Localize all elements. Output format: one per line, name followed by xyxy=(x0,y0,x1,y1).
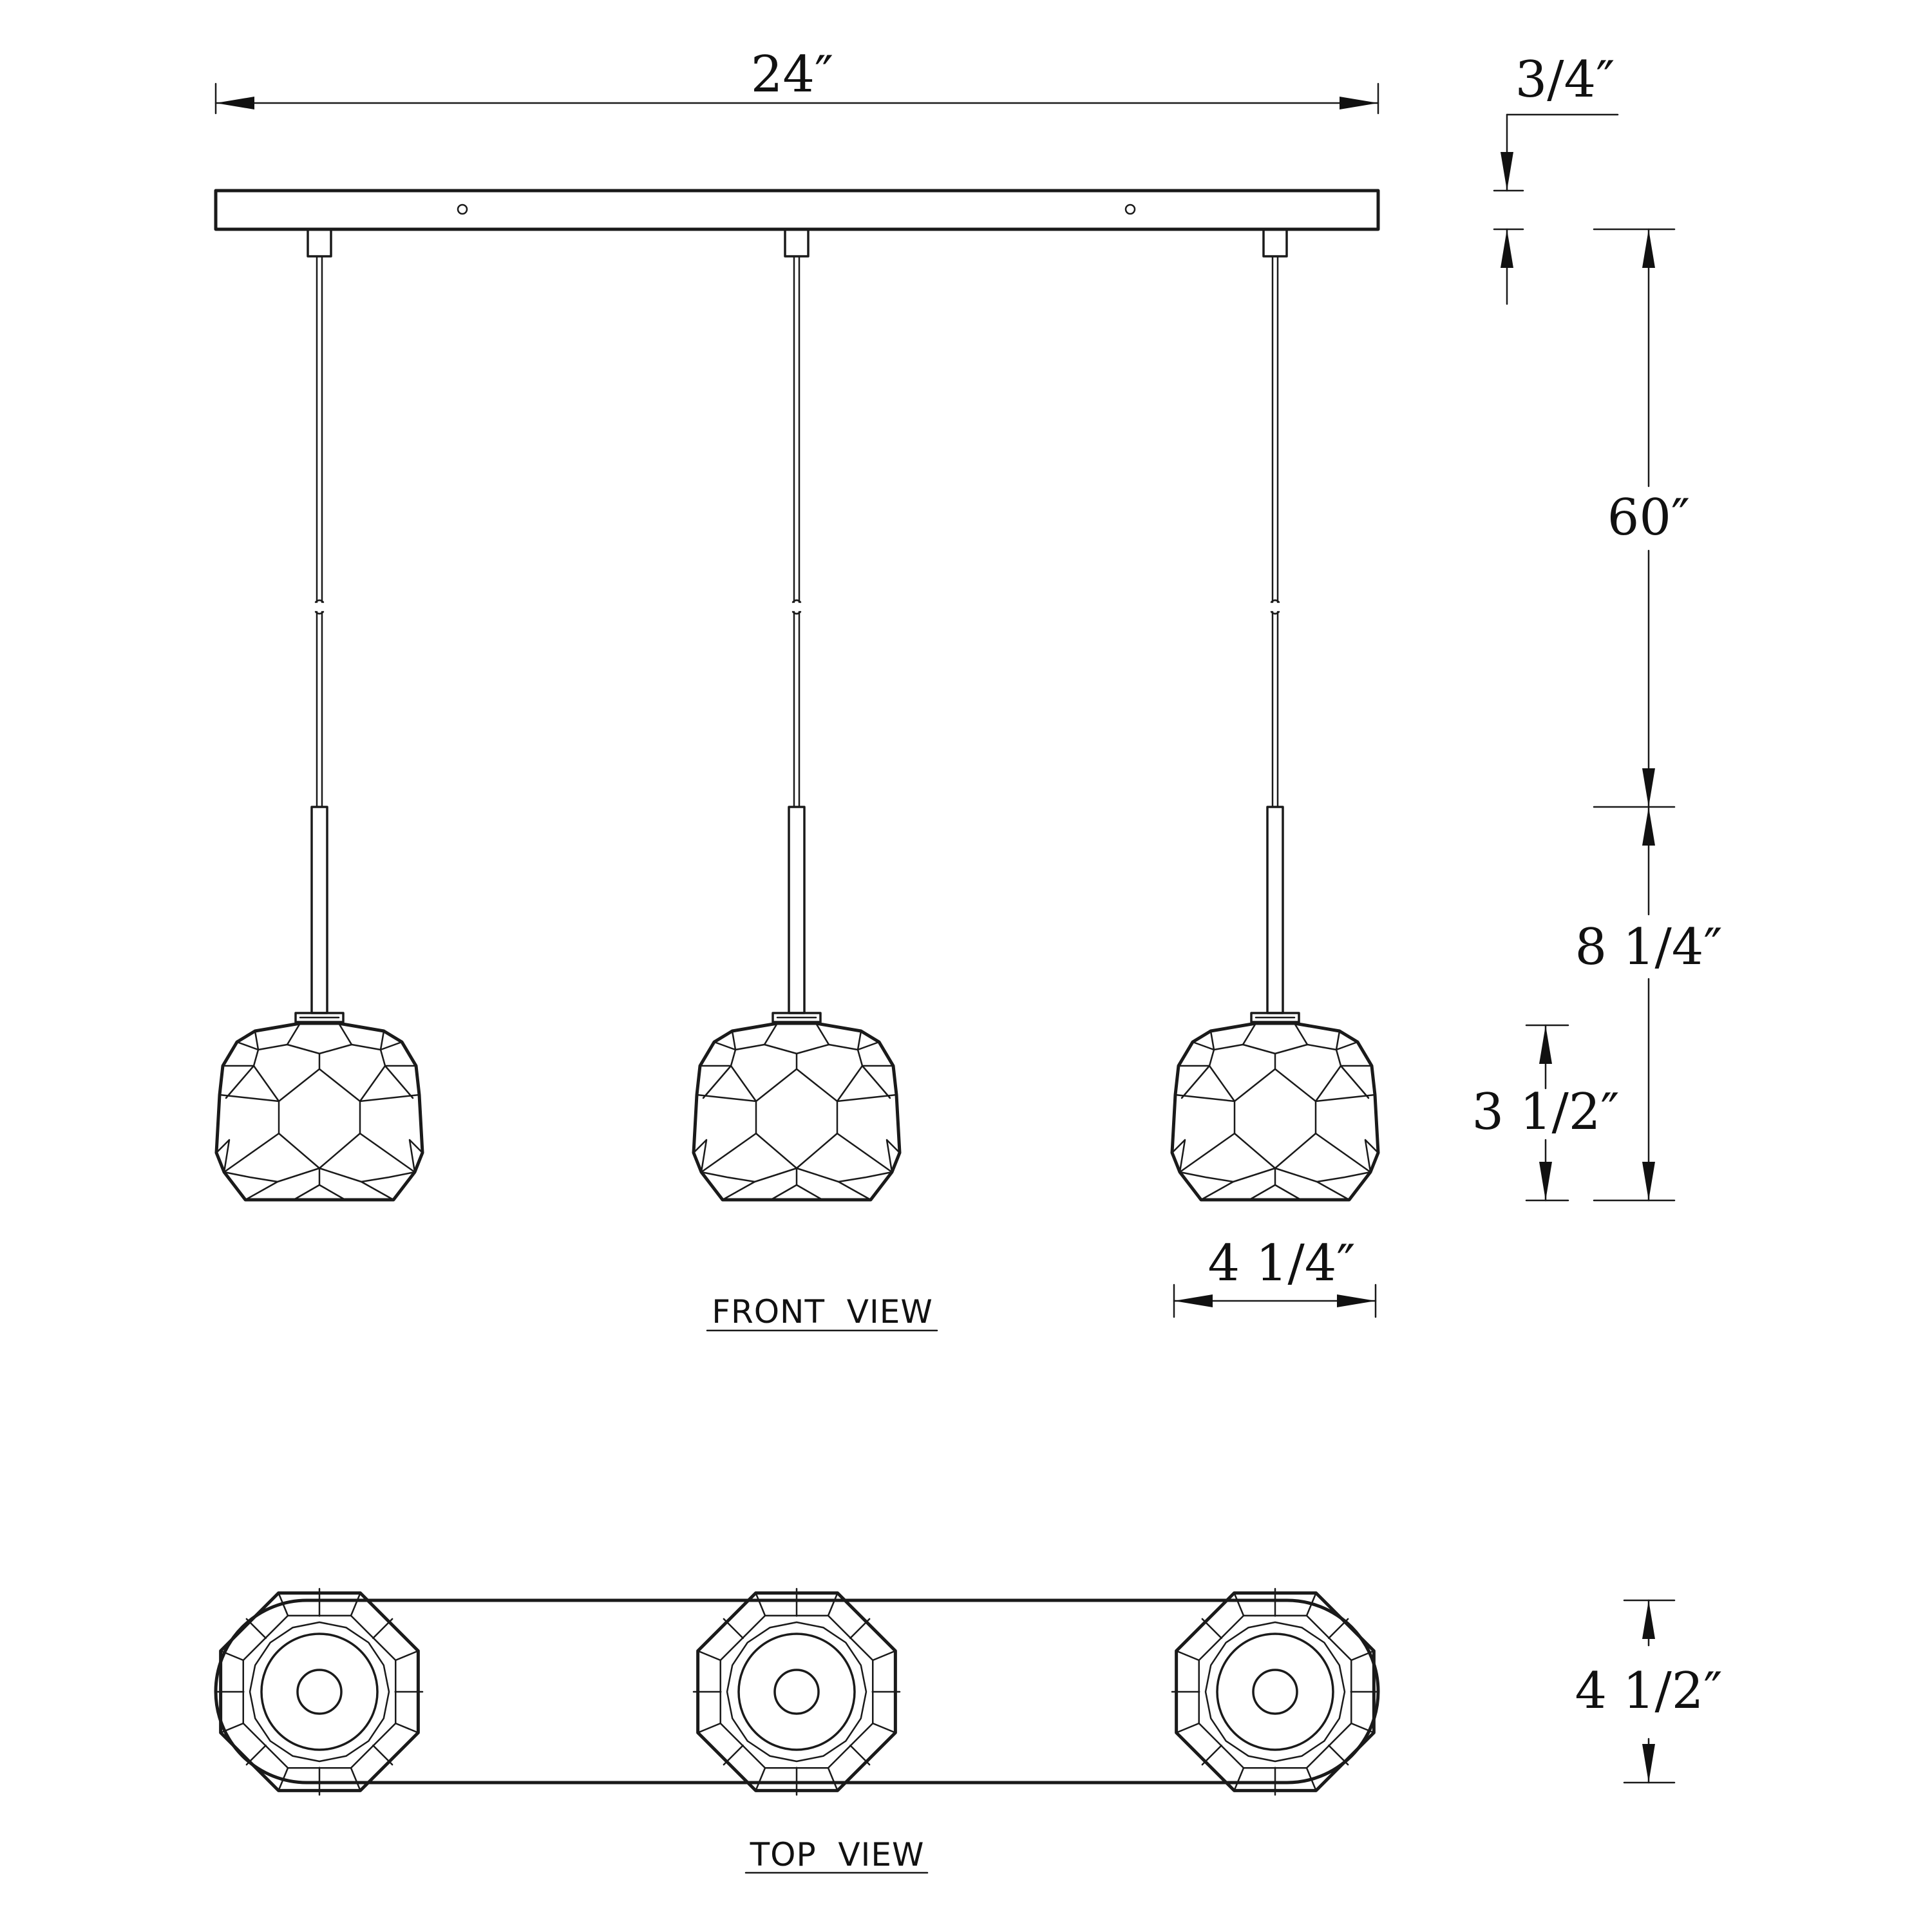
dimension-canopy-length: 24″ xyxy=(214,46,1379,115)
top-view: 4 1/2″ TOP VIEW xyxy=(214,1587,1723,1874)
top-shade-left xyxy=(215,1587,424,1796)
pendant-left xyxy=(214,228,424,1202)
dimension-fixture-height: 8 1/4″ xyxy=(1575,806,1723,1202)
pendant-right xyxy=(1170,228,1380,1202)
label-shade-width: 4 1/4″ xyxy=(1208,1235,1355,1293)
dimension-canopy-width: 4 1/2″ xyxy=(1575,1599,1723,1784)
top-shade-right xyxy=(1171,1587,1379,1796)
canopy-bar xyxy=(214,189,1380,231)
dimension-canopy-height: 3/4″ xyxy=(1493,51,1619,305)
label-fixture-height: 8 1/4″ xyxy=(1575,918,1722,976)
label-cord-length: 60″ xyxy=(1607,489,1690,547)
pendant-center xyxy=(692,228,902,1202)
label-canopy-width: 4 1/2″ xyxy=(1575,1662,1722,1720)
dimension-shade-height: 3 1/2″ xyxy=(1472,1024,1620,1202)
canopy-outline xyxy=(214,1598,1380,1785)
dimension-cord-length: 60″ xyxy=(1593,228,1690,808)
dimension-shade-width: 4 1/4″ xyxy=(1173,1235,1377,1318)
top-view-title: TOP VIEW xyxy=(750,1836,925,1873)
front-view: 24″ 3/4″ 60″ xyxy=(214,46,1723,1332)
label-canopy-length: 24″ xyxy=(751,46,833,104)
label-canopy-height: 3/4″ xyxy=(1515,51,1615,109)
label-shade-height: 3 1/2″ xyxy=(1472,1083,1619,1141)
front-view-title: FRONT VIEW xyxy=(712,1293,933,1331)
top-shade-center xyxy=(692,1587,901,1796)
